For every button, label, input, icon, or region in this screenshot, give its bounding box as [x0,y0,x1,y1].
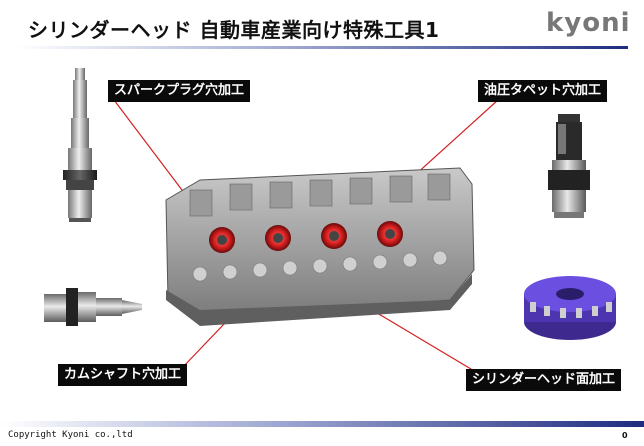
label-cylinder-head-face: シリンダーヘッド面加工 [466,369,622,391]
cylinder-head-image [165,167,475,326]
pointer-line-cylinder-head-face [361,303,477,373]
page-number: 0 [622,431,628,440]
label-spark-plug: スパークプラグ穴加工 [108,80,251,102]
tappet-tool-image [548,114,590,218]
logo-text: kyoni [546,8,631,38]
label-tappet: 油圧タペット穴加工 [478,80,608,102]
spark-plug-tool-image [63,68,97,222]
footer-divider [0,421,644,427]
title-divider [16,46,628,49]
slide-title: シリンダーヘッド 自動車産業向け特殊工具1 [28,18,440,42]
copyright-text: Copyright Kyoni co.,ltd [8,430,133,440]
kyoni-logo: kyoni [546,6,631,40]
camshaft-tool-image [44,288,142,326]
label-camshaft: カムシャフト穴加工 [58,364,188,386]
face-mill-cutter-image [524,276,616,340]
